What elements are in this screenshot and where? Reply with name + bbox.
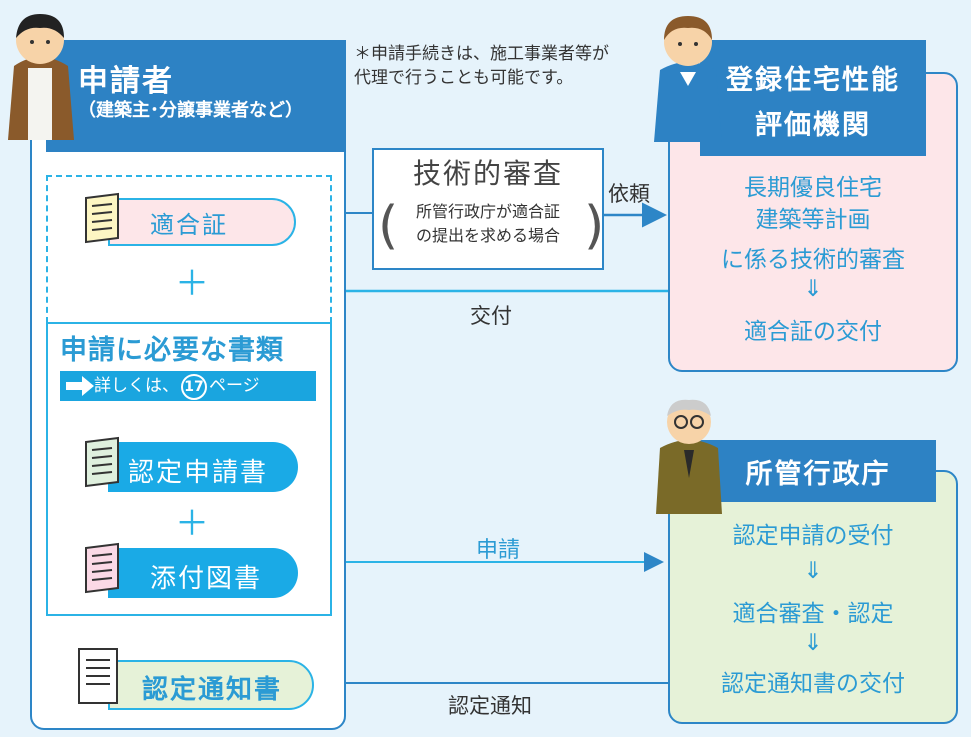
admin-agency-title: 所管行政庁 bbox=[745, 459, 891, 490]
right-arrow-icon bbox=[66, 376, 94, 396]
certificate-label: 適合証 bbox=[150, 211, 228, 239]
evaluation-line-4: ⇓ bbox=[803, 276, 823, 302]
applicant-subtitle: （建築主･分譲事業者など） bbox=[78, 100, 303, 121]
technical-review-title: 技術的審査 bbox=[412, 157, 563, 190]
evaluation-line-1: 長期優良住宅 bbox=[744, 175, 882, 201]
agency-line-3: 適合審査・認定 bbox=[732, 601, 894, 627]
evaluation-line-2: 建築等計画 bbox=[755, 207, 871, 233]
applicant-person-icon bbox=[8, 14, 74, 140]
evaluation-line-5: 適合証の交付 bbox=[744, 319, 882, 345]
evaluation-org-header: 登録住宅性能 評価機関 bbox=[700, 40, 926, 156]
issue-label: 交付 bbox=[470, 304, 512, 328]
detail-suffix: ページ bbox=[209, 376, 260, 396]
agency-line-5: 認定通知書の交付 bbox=[721, 671, 905, 697]
review-condition-line2: の提出を求める場合 bbox=[415, 226, 560, 245]
plus-sign-1: ＋ bbox=[175, 264, 209, 304]
request-label: 依頼 bbox=[608, 182, 650, 206]
technical-review-box bbox=[372, 148, 604, 270]
document-icon-pink bbox=[85, 542, 119, 594]
evaluator-person-icon bbox=[654, 16, 722, 142]
review-condition-line1: 所管行政庁が適合証 bbox=[415, 202, 560, 221]
application-form-label: 認定申請書 bbox=[128, 458, 269, 488]
left-paren: ( bbox=[378, 196, 399, 256]
notify-label: 認定通知 bbox=[448, 694, 532, 718]
plus-sign-2: ＋ bbox=[175, 504, 209, 544]
certificate-pill bbox=[108, 198, 296, 246]
detail-prefix: 詳しくは、 bbox=[94, 376, 179, 396]
document-icon-green bbox=[85, 436, 119, 488]
certificate-dashed-box bbox=[46, 175, 332, 323]
right-paren: ) bbox=[584, 196, 605, 256]
applicant-title: 申請者 bbox=[78, 64, 174, 99]
proxy-note: ＊申請手続きは、施工事業者等が代理で行うことも可能です。 bbox=[354, 44, 609, 88]
attached-drawings-pill bbox=[108, 548, 298, 598]
agency-line-4: ⇓ bbox=[803, 630, 823, 656]
evaluation-line-3: に係る技術的審査 bbox=[721, 247, 905, 273]
notice-doc-pill bbox=[108, 660, 314, 710]
document-icon-yellow bbox=[85, 192, 119, 244]
agency-line-1: 認定申請の受付 bbox=[732, 523, 894, 549]
application-form-pill bbox=[108, 442, 298, 492]
required-docs-title: 申請に必要な書類 bbox=[60, 335, 284, 366]
official-person-icon bbox=[656, 399, 722, 514]
agency-line-2: ⇓ bbox=[803, 558, 823, 584]
apply-label: 申請 bbox=[476, 538, 521, 563]
page-number-badge: 17 bbox=[181, 374, 207, 400]
technical-review-condition: 所管行政庁が適合証 の提出を求める場合 bbox=[382, 200, 594, 248]
evaluation-org-title-2: 評価機関 bbox=[755, 110, 871, 141]
evaluation-org-title-1: 登録住宅性能 bbox=[726, 65, 900, 96]
notice-doc-label: 認定通知書 bbox=[142, 675, 283, 705]
document-icon-white bbox=[78, 648, 118, 704]
attached-drawings-label: 添付図書 bbox=[150, 564, 263, 594]
applicant-header bbox=[46, 40, 346, 152]
admin-agency-header: 所管行政庁 bbox=[700, 440, 936, 502]
